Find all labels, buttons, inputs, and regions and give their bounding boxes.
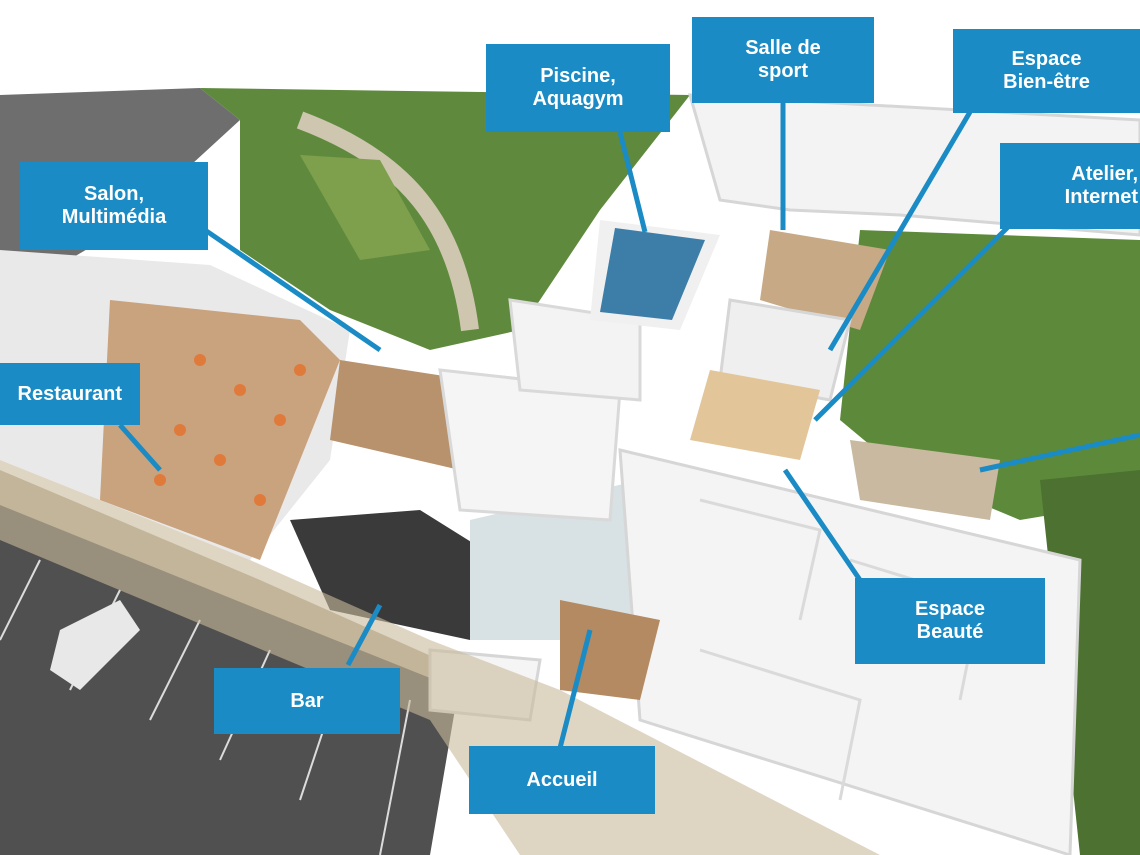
label-espace-bien-etre: Espace Bien-être [953, 29, 1140, 113]
garden-right [840, 230, 1140, 520]
label-bar: Bar [214, 668, 400, 734]
label-salle-de-sport: Salle de sport [692, 17, 874, 103]
label-atelier-internet: Atelier, Internet [1000, 143, 1140, 229]
leader-lines [118, 87, 1140, 749]
pool [600, 228, 705, 320]
label-espace-beaute: Espace Beauté [855, 578, 1045, 664]
garden-top [200, 88, 690, 350]
label-accueil: Accueil [469, 746, 655, 814]
restaurant-floor [100, 300, 340, 560]
label-restaurant: Restaurant [0, 363, 140, 425]
reception-floor [560, 600, 660, 700]
label-salon-multimedia: Salon, Multimédia [20, 162, 208, 250]
label-piscine: Piscine, Aquagym [486, 44, 670, 132]
atelier-floor [690, 370, 820, 460]
